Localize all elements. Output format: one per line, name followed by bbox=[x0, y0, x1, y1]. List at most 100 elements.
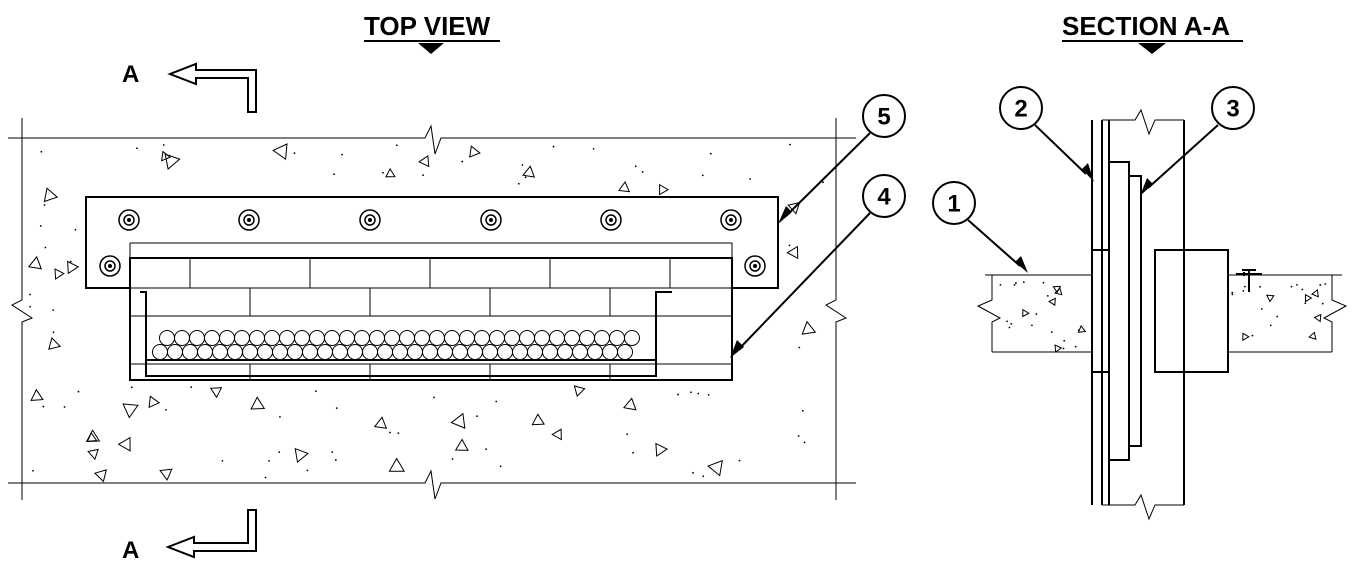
callout-4: 4 bbox=[730, 174, 906, 358]
anchor-bolt-icon bbox=[118, 209, 140, 231]
cable bbox=[362, 344, 378, 360]
cable bbox=[399, 330, 415, 346]
cable bbox=[519, 330, 535, 346]
cable bbox=[339, 330, 355, 346]
opening-fill bbox=[129, 257, 733, 381]
cable bbox=[227, 344, 243, 360]
cable bbox=[624, 330, 640, 346]
section-slab-left bbox=[976, 274, 1092, 353]
cable bbox=[257, 344, 273, 360]
cable bbox=[437, 344, 453, 360]
section-concrete-aggregate bbox=[999, 281, 1327, 353]
anchor-bolt-icon bbox=[744, 255, 766, 277]
cable bbox=[167, 344, 183, 360]
cable bbox=[557, 344, 573, 360]
cable bbox=[459, 330, 475, 346]
cable bbox=[467, 344, 483, 360]
top-view-title-text: TOP VIEW bbox=[364, 11, 491, 41]
section-title-text: SECTION A-A bbox=[1062, 11, 1230, 41]
cable bbox=[159, 330, 175, 346]
cable bbox=[572, 344, 588, 360]
cable bbox=[549, 330, 565, 346]
callout-5: 5 bbox=[778, 94, 906, 224]
cable bbox=[609, 330, 625, 346]
section-title: SECTION A-A bbox=[1062, 11, 1243, 54]
callout-4-number: 4 bbox=[877, 184, 891, 211]
callout-3-number: 3 bbox=[1226, 96, 1239, 123]
cable bbox=[152, 344, 168, 360]
cable bbox=[452, 344, 468, 360]
cable bbox=[602, 344, 618, 360]
section-cut-bottom-label: A bbox=[122, 537, 139, 564]
callout-1: 1 bbox=[932, 181, 1028, 273]
cable bbox=[594, 330, 610, 346]
cable bbox=[219, 330, 235, 346]
section-cut-bottom: A bbox=[122, 509, 257, 564]
cable bbox=[332, 344, 348, 360]
cable bbox=[317, 344, 333, 360]
cable bbox=[204, 330, 220, 346]
cable bbox=[234, 330, 250, 346]
callout-3: 3 bbox=[1140, 86, 1255, 196]
section-arrow-bottom-icon bbox=[165, 509, 257, 559]
cable bbox=[542, 344, 558, 360]
cable bbox=[212, 344, 228, 360]
cable bbox=[489, 330, 505, 346]
section-cut-top-label: A bbox=[122, 61, 139, 88]
anchor-icon bbox=[1236, 270, 1262, 292]
cable bbox=[324, 330, 340, 346]
cable bbox=[384, 330, 400, 346]
cable bbox=[377, 344, 393, 360]
anchor-bolt-icon bbox=[480, 209, 502, 231]
cable-bundle bbox=[152, 330, 640, 360]
section-arrow-top-icon bbox=[167, 62, 257, 113]
anchor-bolts bbox=[99, 209, 766, 277]
anchor-bolt-icon bbox=[720, 209, 742, 231]
cable bbox=[264, 330, 280, 346]
cable bbox=[534, 330, 550, 346]
cable bbox=[474, 330, 490, 346]
section-cut-top: A bbox=[122, 61, 257, 113]
callout-1-number: 1 bbox=[947, 191, 960, 218]
anchor-bolt-icon bbox=[359, 209, 381, 231]
callout-2: 2 bbox=[999, 86, 1094, 182]
cable bbox=[422, 344, 438, 360]
cable bbox=[579, 330, 595, 346]
top-view bbox=[8, 118, 856, 500]
cable bbox=[302, 344, 318, 360]
cable bbox=[369, 330, 385, 346]
cable bbox=[242, 344, 258, 360]
cable bbox=[189, 330, 205, 346]
cable bbox=[407, 344, 423, 360]
cable bbox=[309, 330, 325, 346]
anchor-bolt-icon bbox=[600, 209, 622, 231]
cable bbox=[294, 330, 310, 346]
cable bbox=[504, 330, 520, 346]
cable bbox=[444, 330, 460, 346]
section-a-a bbox=[976, 108, 1348, 521]
section-fill-right bbox=[1154, 249, 1229, 373]
anchor-bolt-icon bbox=[238, 209, 260, 231]
section-plates bbox=[1091, 108, 1262, 521]
cable bbox=[414, 330, 430, 346]
cable bbox=[347, 344, 363, 360]
callout-5-number: 5 bbox=[877, 104, 890, 131]
cable bbox=[197, 344, 213, 360]
cable bbox=[429, 330, 445, 346]
cable bbox=[617, 344, 633, 360]
cable bbox=[527, 344, 543, 360]
callout-2-number: 2 bbox=[1014, 96, 1027, 123]
cable bbox=[497, 344, 513, 360]
cable bbox=[587, 344, 603, 360]
cable bbox=[174, 330, 190, 346]
cable bbox=[182, 344, 198, 360]
cable bbox=[287, 344, 303, 360]
cable bbox=[564, 330, 580, 346]
section-fill-left bbox=[1091, 249, 1110, 373]
cable bbox=[512, 344, 528, 360]
cable bbox=[272, 344, 288, 360]
cable bbox=[279, 330, 295, 346]
anchor-bolt-icon bbox=[99, 255, 121, 277]
cable bbox=[354, 330, 370, 346]
